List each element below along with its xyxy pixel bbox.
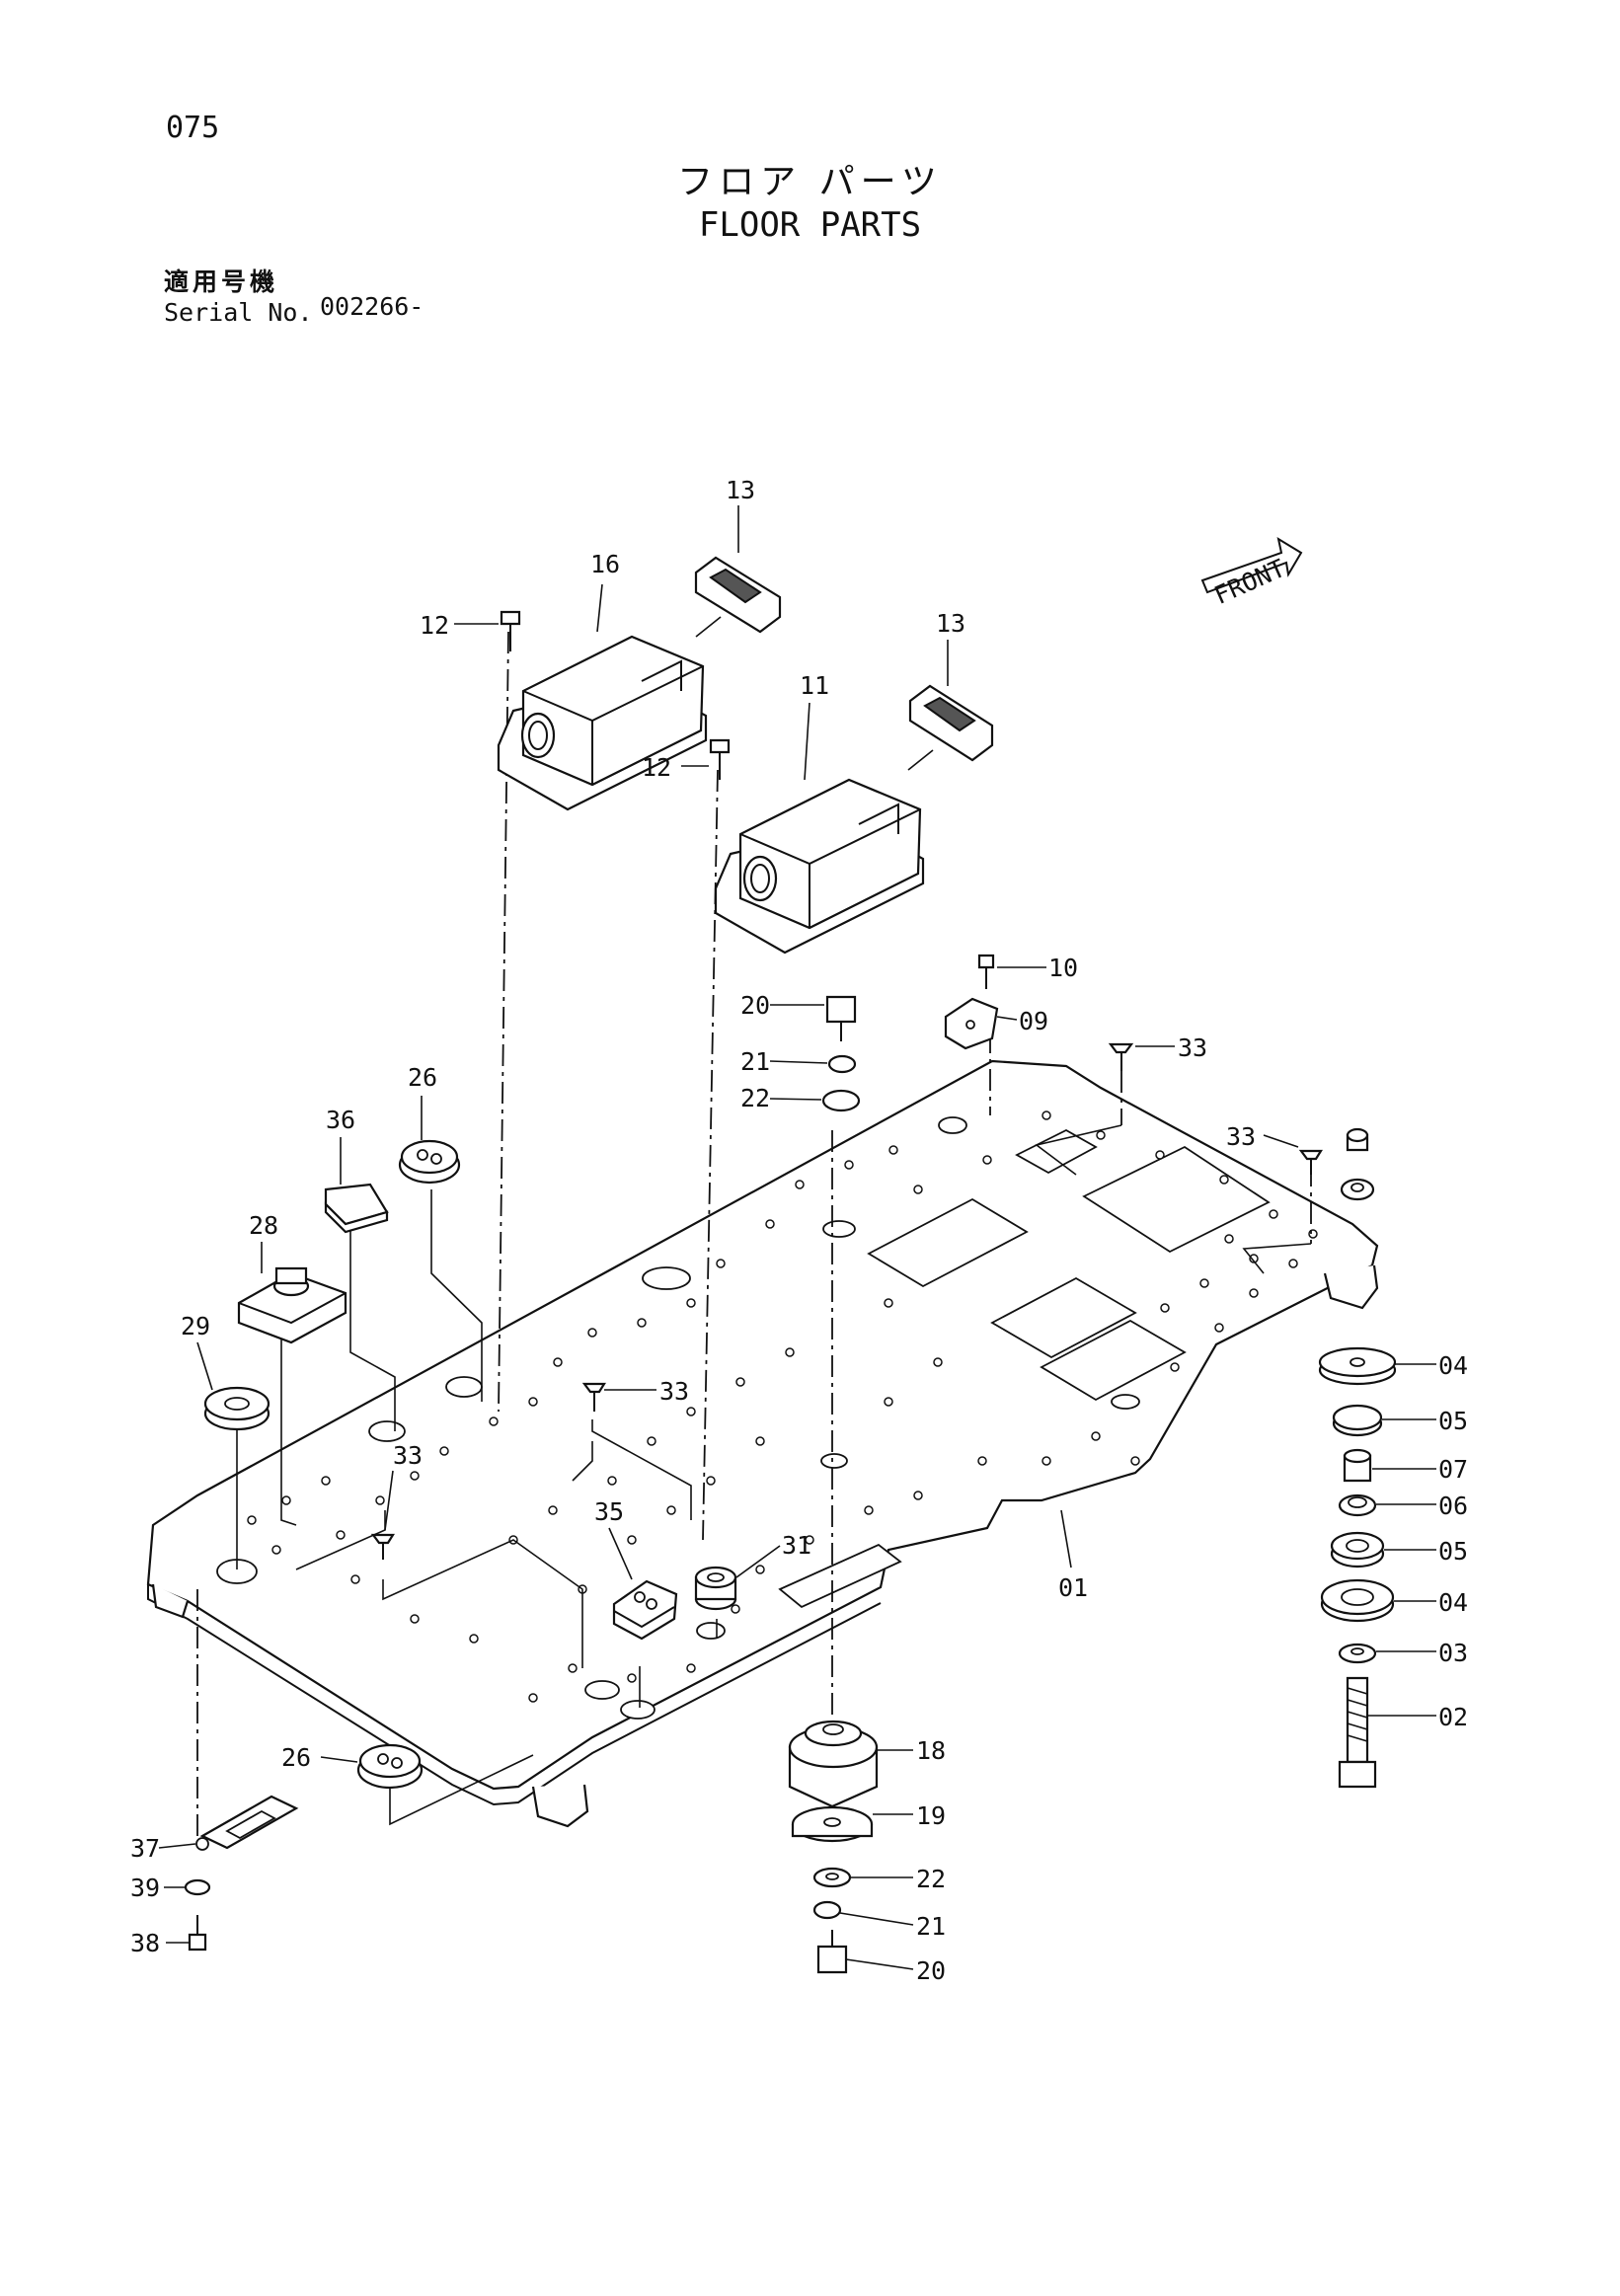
page-title: FLOOR PARTS — [698, 205, 922, 245]
callout-33-c: 33 — [659, 1377, 689, 1406]
grommet-26-bottom — [356, 1743, 424, 1790]
bolt-33-d — [370, 1533, 395, 1560]
callout-01: 01 — [1058, 1573, 1088, 1602]
callout-37: 37 — [130, 1834, 160, 1863]
callout-05-b: 05 — [1438, 1537, 1468, 1566]
washer-39 — [184, 1878, 211, 1896]
callout-07: 07 — [1438, 1455, 1468, 1484]
connector-13-upper — [694, 556, 782, 638]
callout-33-d: 33 — [393, 1441, 423, 1470]
washer-21-bottom — [812, 1900, 842, 1920]
callout-20-a: 20 — [740, 991, 770, 1020]
callout-02: 02 — [1438, 1703, 1468, 1731]
controller-box-16 — [497, 635, 708, 811]
washer-21-top — [827, 1054, 857, 1074]
callout-22-a: 22 — [740, 1084, 770, 1112]
callout-22-b: 22 — [916, 1865, 946, 1893]
bolt-12-left — [500, 610, 521, 651]
front-label: FRONT — [1210, 554, 1290, 610]
callout-12-b: 12 — [642, 753, 671, 782]
page-title-jp: フロア パーツ — [677, 162, 943, 202]
callout-35: 35 — [594, 1497, 624, 1526]
mount-stack-right — [1318, 1127, 1397, 1789]
callout-33-b: 33 — [1226, 1122, 1256, 1151]
callout-labels: 13 16 12 13 11 12 10 20 09 21 33 22 26 3… — [130, 476, 1468, 1985]
callout-06: 06 — [1438, 1492, 1468, 1520]
bolt-20-top — [825, 995, 857, 1041]
callout-leaders — [158, 505, 1436, 1970]
callout-36: 36 — [326, 1106, 355, 1134]
bolt-33-a — [1108, 1042, 1134, 1071]
grommet-26-top — [398, 1139, 461, 1185]
page-number: 075 — [166, 111, 220, 145]
connector-13-lower — [907, 684, 994, 771]
pad-36 — [324, 1183, 389, 1234]
bolt-20-bottom — [816, 1930, 848, 1974]
serial-label-jp: 適用号機 — [164, 268, 279, 296]
floor-plate — [146, 1059, 1379, 1828]
callout-04-b: 04 — [1438, 1588, 1468, 1617]
mount-stack-center — [788, 1720, 879, 1974]
callout-05-a: 05 — [1438, 1407, 1468, 1435]
callout-26-a: 26 — [408, 1063, 437, 1092]
callout-16: 16 — [590, 550, 620, 578]
callout-18: 18 — [916, 1736, 946, 1765]
front-arrow-indicator: FRONT — [1200, 536, 1303, 610]
callout-21-b: 21 — [916, 1912, 946, 1941]
callout-20-b: 20 — [916, 1956, 946, 1985]
callout-04-a: 04 — [1438, 1351, 1468, 1380]
callout-29: 29 — [181, 1312, 210, 1340]
bolt-02 — [1338, 1676, 1377, 1789]
bolt-38 — [188, 1915, 207, 1952]
callout-39: 39 — [130, 1874, 160, 1902]
bolt-33-c — [581, 1382, 606, 1412]
washer-22-top — [821, 1089, 861, 1112]
bolt-12-right — [709, 738, 731, 780]
callout-31: 31 — [782, 1531, 811, 1560]
bushing-31 — [694, 1566, 737, 1611]
callout-11: 11 — [800, 671, 829, 700]
callout-28: 28 — [249, 1211, 278, 1240]
cover-plate-09 — [944, 997, 999, 1050]
callout-10: 10 — [1048, 954, 1078, 982]
callout-09: 09 — [1019, 1007, 1048, 1035]
callout-21-a: 21 — [740, 1047, 770, 1076]
callout-12-a: 12 — [420, 611, 449, 640]
callout-13-a: 13 — [726, 476, 755, 504]
callout-13-b: 13 — [936, 609, 965, 638]
bracket-37 — [195, 1795, 299, 1851]
callout-33-a: 33 — [1178, 1033, 1207, 1062]
callout-38: 38 — [130, 1929, 160, 1957]
callout-19: 19 — [916, 1801, 946, 1830]
bolt-33-b — [1298, 1149, 1323, 1175]
serial-label: Serial No. — [164, 298, 313, 327]
callout-26-b: 26 — [281, 1743, 311, 1772]
mount-28 — [237, 1266, 347, 1344]
callout-03: 03 — [1438, 1639, 1468, 1667]
grommet-35 — [612, 1579, 678, 1641]
ring-29 — [203, 1386, 270, 1431]
serial-value: 002266- — [320, 292, 424, 321]
controller-box-11 — [714, 778, 925, 955]
bolt-10 — [977, 954, 995, 989]
